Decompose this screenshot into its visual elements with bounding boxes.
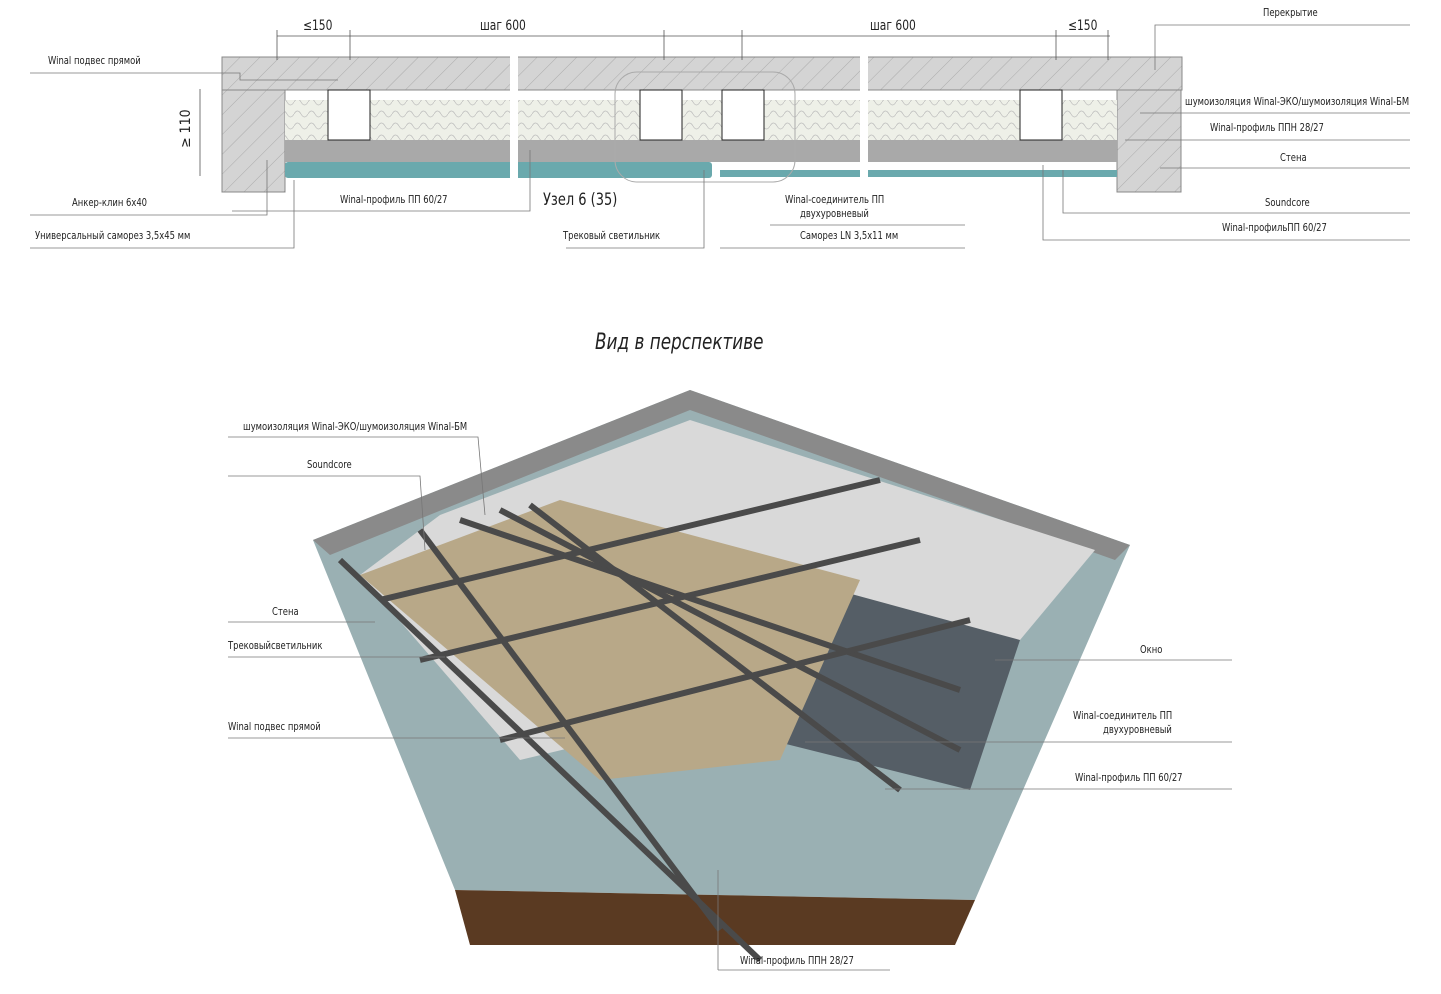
label-insulation: шумоизоляция Winal-ЭКО/шумоизоляция Wina… <box>1185 95 1410 108</box>
section-drawing <box>30 24 1410 249</box>
label-connector-2: двухуровневый <box>800 207 869 220</box>
label-connector: Winal-соединитель ПП <box>785 193 885 206</box>
node-label: Узел 6 (35) <box>543 190 618 210</box>
leader-lines <box>30 24 1410 249</box>
soundcore-right <box>720 170 1117 177</box>
label-profile-pp-left: Winal-профиль ПП 60/27 <box>340 193 448 206</box>
label-hanger: Winal подвес прямой <box>48 54 141 67</box>
label-track-light: Трековый светильник <box>563 229 661 242</box>
soundcore-left <box>285 162 712 178</box>
dim-step-right: шаг 600 <box>870 18 916 34</box>
perspective-leaders <box>228 436 1232 971</box>
p-label-wall: Стена <box>272 605 299 618</box>
left-wall <box>221 89 286 193</box>
break-line <box>860 45 868 190</box>
p-label-window: Окно <box>1140 643 1163 656</box>
label-anchor: Анкер-клин 6x40 <box>72 196 148 209</box>
insulation-mat <box>360 500 860 780</box>
dimension-lines <box>199 30 1110 176</box>
label-soundcore: Soundcore <box>1265 196 1310 209</box>
label-profile-pp-right: Winal-профильПП 60/27 <box>1222 221 1327 234</box>
p-label-soundcore: Soundcore <box>307 458 352 471</box>
p-label-hanger: Winal подвес прямой <box>228 720 321 733</box>
p-label-connector: Winal-соединитель ПП <box>1073 709 1173 722</box>
right-wall <box>1116 89 1182 193</box>
dim-right-edge: ≤150 <box>1068 18 1098 34</box>
label-profile-ppn: Winal-профиль ППН 28/27 <box>1210 121 1324 134</box>
p-label-track-light: Трековыйсветильник <box>228 639 323 652</box>
label-wall: Стена <box>1280 151 1307 164</box>
p-label-insulation: шумоизоляция Winal-ЭКО/шумоизоляция Wina… <box>243 420 468 433</box>
perspective-title: Вид в перспективе <box>595 330 764 355</box>
dim-height: ≥ 110 <box>178 109 194 148</box>
slab <box>221 56 1183 91</box>
profiles <box>337 477 971 963</box>
dim-step-left: шаг 600 <box>480 18 526 34</box>
p-label-profile-ppn: Winal-профиль ППН 28/27 <box>740 954 854 967</box>
insulation <box>285 100 1117 140</box>
ceiling-edge <box>313 390 1130 560</box>
p-label-profile-pp: Winal-профиль ПП 60/27 <box>1075 771 1183 784</box>
label-screw-universal: Универсальный саморез 3,5x45 мм <box>35 229 191 242</box>
dim-left-edge: ≤150 <box>303 18 333 34</box>
label-slab: Перекрытие <box>1263 6 1318 19</box>
label-screw-ln: Саморез LN 3,5x11 мм <box>800 229 899 242</box>
hangers <box>327 89 1063 141</box>
perspective-drawing <box>313 390 1130 963</box>
board-layer <box>285 140 1117 162</box>
node-outline <box>614 71 796 183</box>
break-line <box>510 45 518 190</box>
p-label-connector-2: двухуровневый <box>1103 723 1172 736</box>
